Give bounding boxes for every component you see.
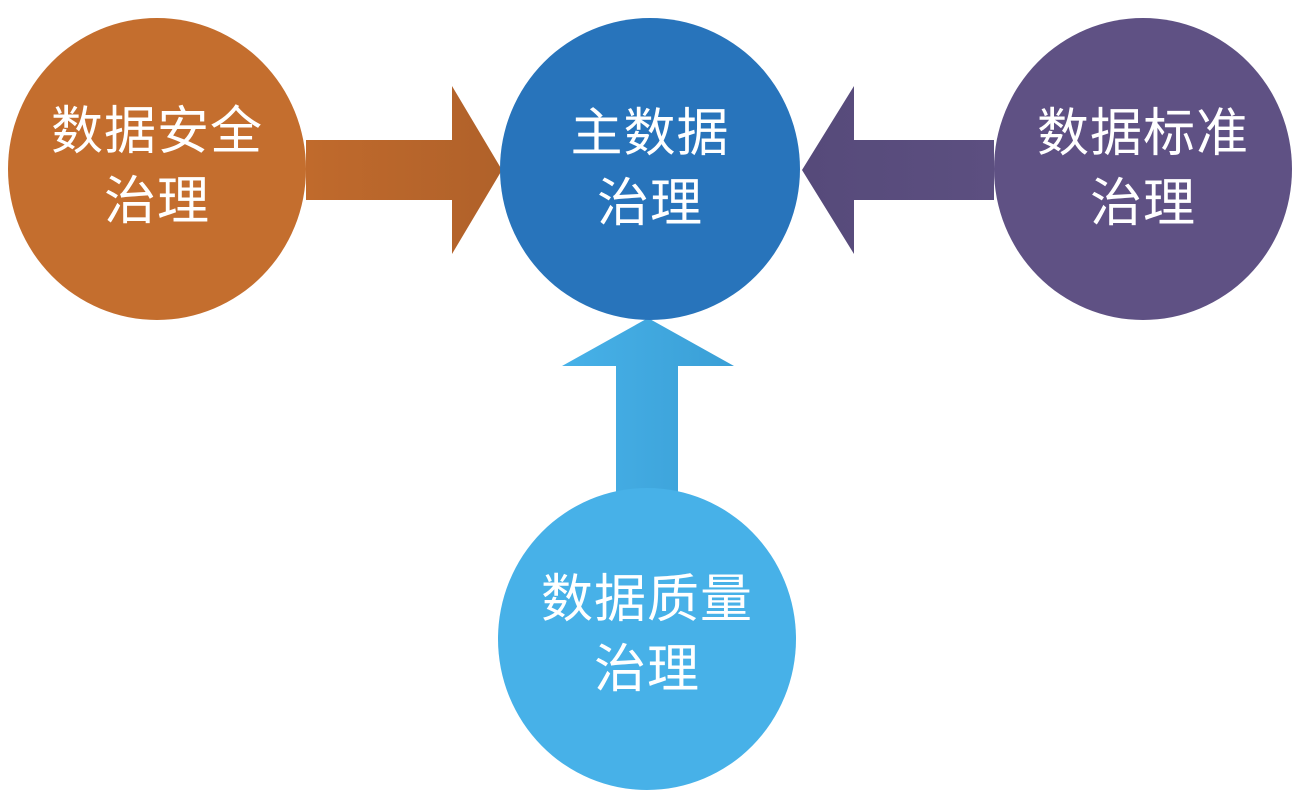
arrow-quality-to-master (562, 318, 734, 492)
node-label-line2: 治理 (596, 174, 703, 234)
arrow-security-to-master (306, 86, 502, 254)
node-label-line1: 数据标准 (1036, 104, 1249, 164)
node-label-line2: 治理 (593, 640, 700, 700)
node-label-line2: 治理 (103, 172, 210, 232)
node-label-line1: 主数据 (570, 104, 730, 164)
node-label-line1: 数据安全 (50, 102, 263, 162)
node-label-line2: 治理 (1089, 174, 1196, 234)
arrow-standard-to-master (802, 86, 994, 254)
node-data-standard-governance: 数据标准 治理 (994, 18, 1292, 320)
node-label-line1: 数据质量 (540, 570, 753, 630)
node-data-quality-governance: 数据质量 治理 (498, 488, 796, 790)
node-data-security-governance: 数据安全 治理 (8, 18, 306, 320)
node-master-data-governance: 主数据 治理 (500, 18, 800, 320)
